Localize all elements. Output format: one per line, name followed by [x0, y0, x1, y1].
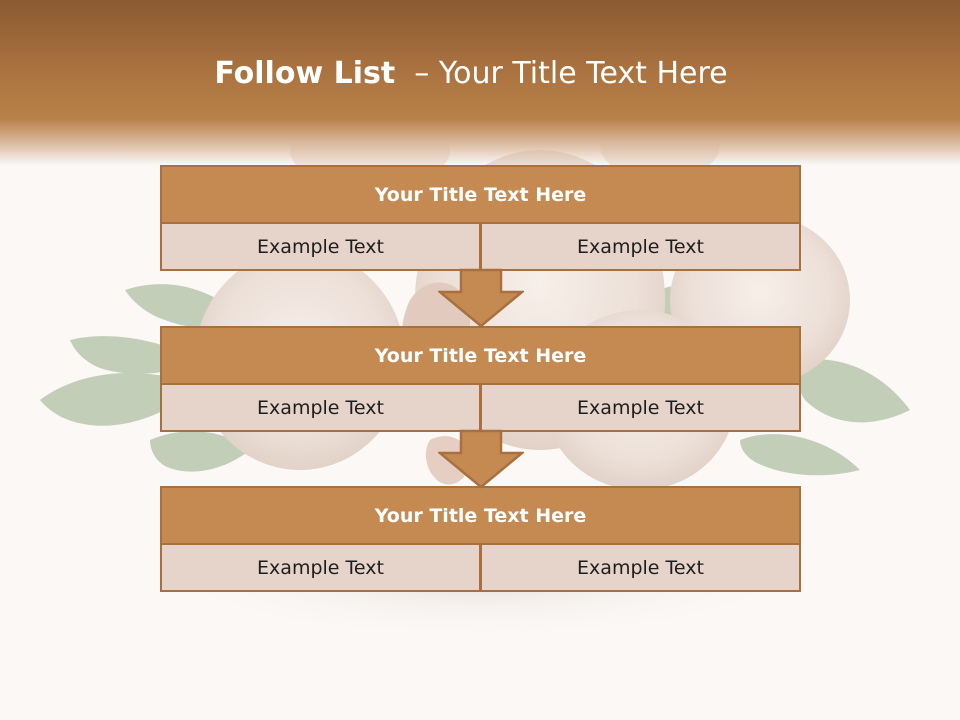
slide-title-bold: Follow List [214, 56, 396, 91]
flow-box-title: Your Title Text Here [160, 326, 801, 385]
flow-box-3: Your Title Text Here Example Text Exampl… [160, 486, 801, 592]
flow-box-cell-right: Example Text [480, 383, 801, 432]
down-arrow-icon [438, 268, 524, 328]
flow-box-cell-left: Example Text [160, 222, 481, 271]
slide-title: Follow List – Your Title Text Here [0, 56, 942, 91]
flow-box-1: Your Title Text Here Example Text Exampl… [160, 165, 801, 271]
down-arrow-icon [438, 429, 524, 489]
flow-box-title: Your Title Text Here [160, 486, 801, 545]
flow-box-title: Your Title Text Here [160, 165, 801, 224]
slide-title-rest: – Your Title Text Here [395, 56, 728, 91]
header-band [0, 0, 960, 165]
flow-box-cell-left: Example Text [160, 383, 481, 432]
flow-box-cell-right: Example Text [480, 543, 801, 592]
flow-box-cell-right: Example Text [480, 222, 801, 271]
flow-box-cell-left: Example Text [160, 543, 481, 592]
flow-box-2: Your Title Text Here Example Text Exampl… [160, 326, 801, 432]
